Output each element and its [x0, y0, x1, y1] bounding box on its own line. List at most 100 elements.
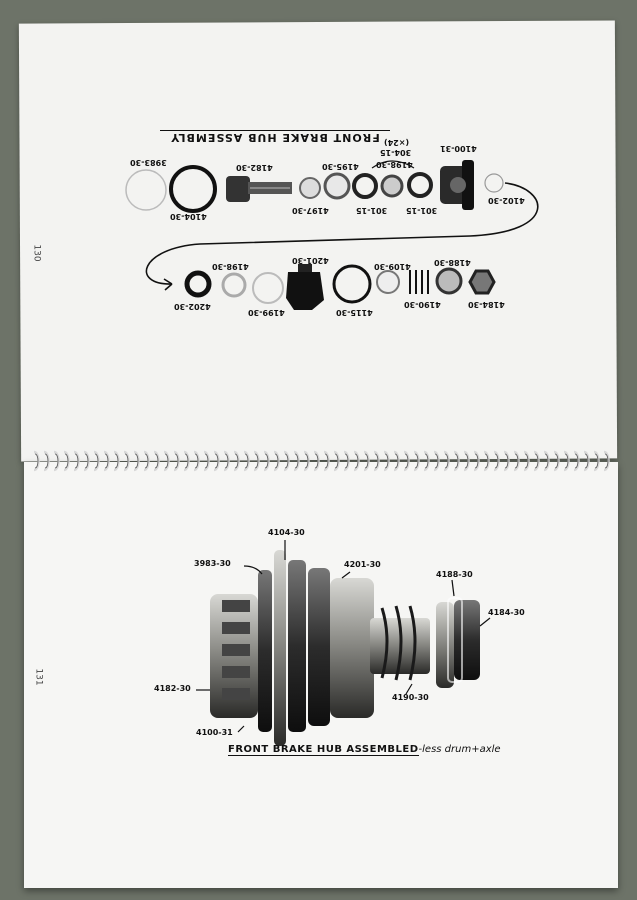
binding-coil [383, 450, 390, 472]
binding-coil-shade [34, 453, 39, 469]
binding-coil [333, 450, 340, 472]
binding-coil [143, 450, 150, 472]
part-4188-lockwasher [435, 267, 463, 295]
binding-coil-shade [434, 453, 439, 469]
binding-coil-shade [584, 453, 589, 469]
binding-coil-shade [604, 453, 609, 469]
label-asm-4104: 4104-30 [268, 528, 305, 537]
binding-coil-shade [484, 453, 489, 469]
binding-coil-shade [394, 453, 399, 469]
binding-coil [253, 450, 260, 472]
binding-coil [343, 450, 350, 472]
binding-coil-shade [414, 453, 419, 469]
binding-coil-shade [174, 453, 179, 469]
binding-coil [543, 450, 550, 472]
binding-coil-shade [344, 453, 349, 469]
binding-coil-shade [284, 453, 289, 469]
binding-coil-shade [124, 453, 129, 469]
binding-coil [573, 450, 580, 472]
binding-coil [473, 450, 480, 472]
binding-coil [243, 450, 250, 472]
binding-coil [203, 450, 210, 472]
binding-coil [263, 450, 270, 472]
binding-coil-shade [144, 453, 149, 469]
binding-coil [153, 450, 160, 472]
binding-coil [33, 450, 40, 472]
part-4102-clip [484, 173, 504, 193]
binding-coil-shade [444, 453, 449, 469]
binding-coil-shade [44, 453, 49, 469]
binding-coil [493, 450, 500, 472]
binding-coil [433, 450, 440, 472]
spiral-binding [33, 450, 610, 472]
binding-coil [53, 450, 60, 472]
binding-coil-shade [294, 453, 299, 469]
hub-brake-ring [308, 568, 330, 726]
part-4198-ring [380, 174, 404, 198]
binding-coil-shade [154, 453, 159, 469]
binding-coil-shade [524, 453, 529, 469]
binding-coil-shade [554, 453, 559, 469]
binding-coil [363, 450, 370, 472]
binding-coil [83, 450, 90, 472]
binding-coil [353, 450, 360, 472]
binding-coil-shade [264, 453, 269, 469]
binding-coil [593, 450, 600, 472]
binding-coil [563, 450, 570, 472]
binding-coil [283, 450, 290, 472]
binding-coil-shade [84, 453, 89, 469]
binding-coil-shade [334, 453, 339, 469]
binding-coil-shade [424, 453, 429, 469]
binding-coil-shade [474, 453, 479, 469]
binding-coil-shade [114, 453, 119, 469]
binding-coil-shade [384, 453, 389, 469]
part-4198-spacer [221, 272, 247, 298]
binding-coil-shade [574, 453, 579, 469]
binding-coil-shade [134, 453, 139, 469]
binding-coil-shade [374, 453, 379, 469]
binding-coil [373, 450, 380, 472]
binding-coil [103, 450, 110, 472]
binding-coil [463, 450, 470, 472]
part-4115-ring [332, 264, 372, 304]
binding-coil-shade [464, 453, 469, 469]
label-asm-3983: 3983-30 [194, 559, 231, 568]
binding-coil-shade [234, 453, 239, 469]
part-4201-brake-cone [286, 264, 324, 310]
flow-arrow-head [163, 278, 173, 291]
binding-coil-shade [64, 453, 69, 469]
hub-splines [222, 600, 250, 700]
binding-coil [503, 450, 510, 472]
hub-brake-cone [330, 578, 374, 718]
binding-coil [423, 450, 430, 472]
binding-coil [63, 450, 70, 472]
binding-coil-shade [164, 453, 169, 469]
part-4100-hub-shell [440, 160, 474, 210]
binding-coil [393, 450, 400, 472]
binding-coil [223, 450, 230, 472]
binding-coil-shade [564, 453, 569, 469]
assembled-title: FRONT BRAKE HUB ASSEMBLED-less drum+axle [228, 744, 501, 756]
binding-coil-shade [94, 453, 99, 469]
binding-coil [553, 450, 560, 472]
assembled-title-main: FRONT BRAKE HUB ASSEMBLED [228, 744, 419, 756]
hub-nut [454, 600, 480, 680]
label-asm-4184: 4184-30 [488, 608, 525, 617]
part-4184-nut [468, 269, 496, 295]
binding-coil [453, 450, 460, 472]
binding-coil [313, 450, 320, 472]
binding-coil-shade [274, 453, 279, 469]
label-asm-4190: 4190-30 [392, 693, 429, 702]
part-4190-spring [409, 270, 429, 294]
binding-coil [193, 450, 200, 472]
binding-coil [273, 450, 280, 472]
hub-flange-1 [258, 570, 272, 732]
flow-arrow-line [145, 182, 539, 285]
binding-coil-shade [594, 453, 599, 469]
label-asm-4201: 4201-30 [344, 560, 381, 569]
binding-coil [603, 450, 610, 472]
binding-coil [163, 450, 170, 472]
part-301-bearing-2 [407, 172, 433, 198]
binding-coil-shade [404, 453, 409, 469]
binding-coil [303, 450, 310, 472]
